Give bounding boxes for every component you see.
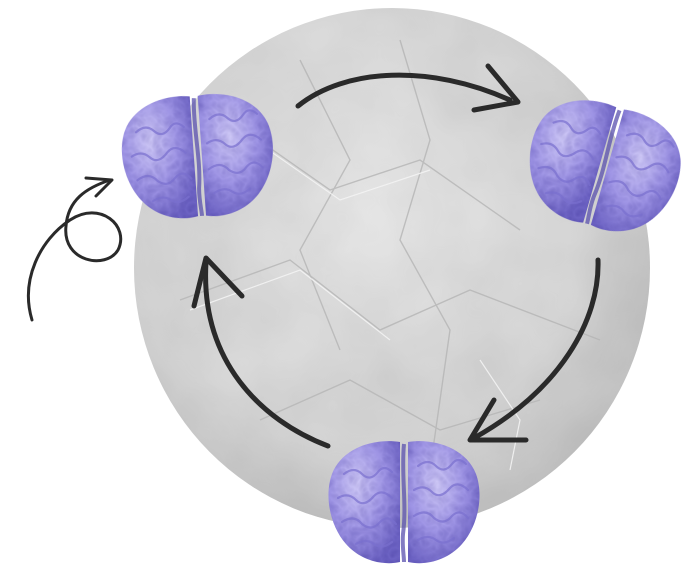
loop-arrow-icon — [28, 178, 120, 320]
brain-icon — [328, 441, 479, 563]
